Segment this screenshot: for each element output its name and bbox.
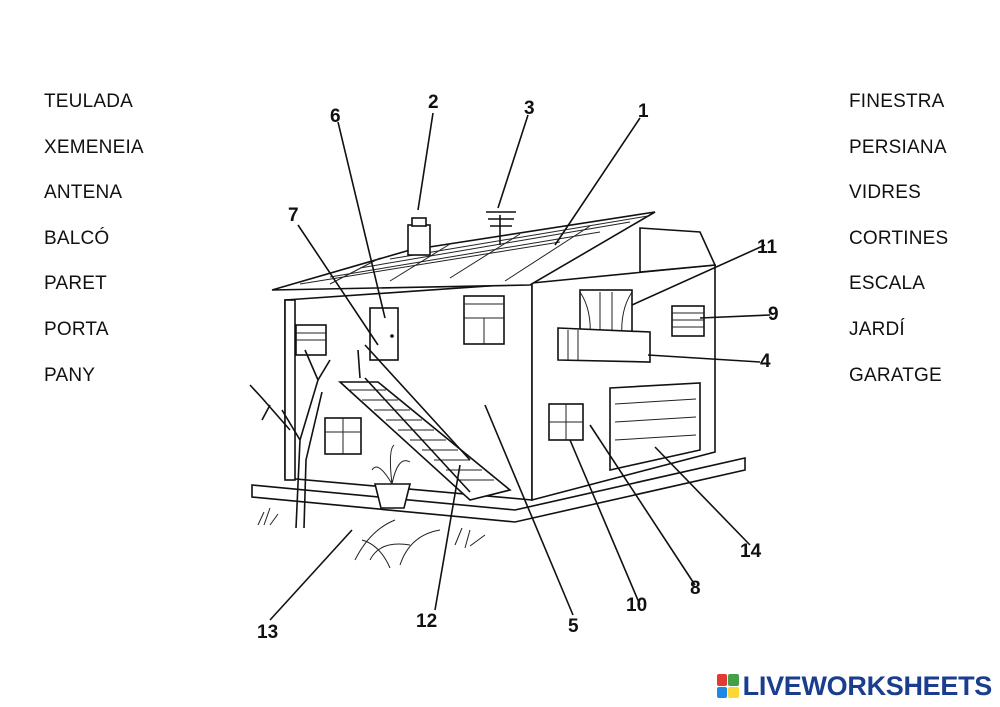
balcony [557, 327, 651, 363]
staircase [337, 344, 512, 501]
tv-antenna [486, 211, 516, 245]
label-7: 7 [288, 205, 299, 226]
label-2: 2 [428, 92, 439, 113]
label-13: 13 [257, 622, 278, 643]
word-escala: ESCALA [849, 273, 926, 295]
word-teulada: TEULADA [44, 91, 134, 112]
porch-pillar [284, 299, 296, 481]
chimney-cap [411, 217, 427, 227]
shutter-window [671, 305, 705, 337]
word-vidres: VIDRES [849, 182, 921, 204]
upper-extension [639, 227, 717, 273]
label-3: 3 [524, 98, 535, 119]
logo-icon [716, 674, 739, 698]
label-12: 12 [416, 611, 437, 632]
logo-square-red [716, 674, 728, 686]
word-jardi: JARDÍ [849, 318, 905, 340]
label-9: 9 [768, 304, 779, 325]
tree [249, 349, 331, 529]
garden [257, 507, 486, 569]
front-upper-window [463, 295, 505, 345]
label-8: 8 [690, 578, 701, 599]
label-14: 14 [740, 541, 762, 562]
word-garatge: GARATGE [849, 364, 942, 386]
label-11: 11 [757, 237, 778, 258]
word-xemeneia: XEMENEIA [44, 136, 144, 158]
word-list-left: TEULADA XEMENEIA ANTENA BALCÓ PARET PORT… [44, 88, 144, 407]
word-porta: PORTA [44, 318, 109, 340]
pointer-lines [269, 112, 771, 621]
word-persiana: PERSIANA [849, 136, 947, 158]
garage-door [609, 382, 701, 471]
label-5: 5 [568, 616, 579, 637]
word-list-right: FINESTRA PERSIANA VIDRES CORTINES ESCALA… [849, 88, 948, 407]
word-antena: ANTENA [44, 182, 123, 204]
sidewalk [251, 456, 746, 523]
chimney [407, 224, 431, 256]
label-4: 4 [760, 351, 771, 372]
logo-text: LIVEWORKSHEETS [742, 670, 993, 701]
label-6: 6 [330, 106, 341, 127]
potted-plant [371, 444, 412, 509]
roof-tiles [299, 215, 649, 285]
label-10: 10 [626, 595, 647, 616]
label-1: 1 [638, 101, 649, 122]
house-illustration: 1 2 3 4 5 6 7 8 9 10 11 12 13 14 [249, 92, 779, 643]
logo-square-green [728, 674, 739, 686]
logo-square-blue [716, 686, 728, 698]
door-lock [390, 334, 394, 338]
word-finestra: FINESTRA [849, 91, 945, 112]
word-balco: BALCÓ [44, 227, 110, 249]
word-cortines: CORTINES [849, 227, 949, 249]
upper-left-window [295, 324, 327, 356]
word-pany: PANY [44, 364, 96, 386]
lower-side-window [548, 403, 584, 441]
lower-left-window [324, 417, 362, 455]
liveworksheets-logo: LIVEWORKSHEETS [716, 670, 993, 701]
logo-square-yellow [728, 686, 739, 698]
word-paret: PARET [44, 273, 107, 295]
